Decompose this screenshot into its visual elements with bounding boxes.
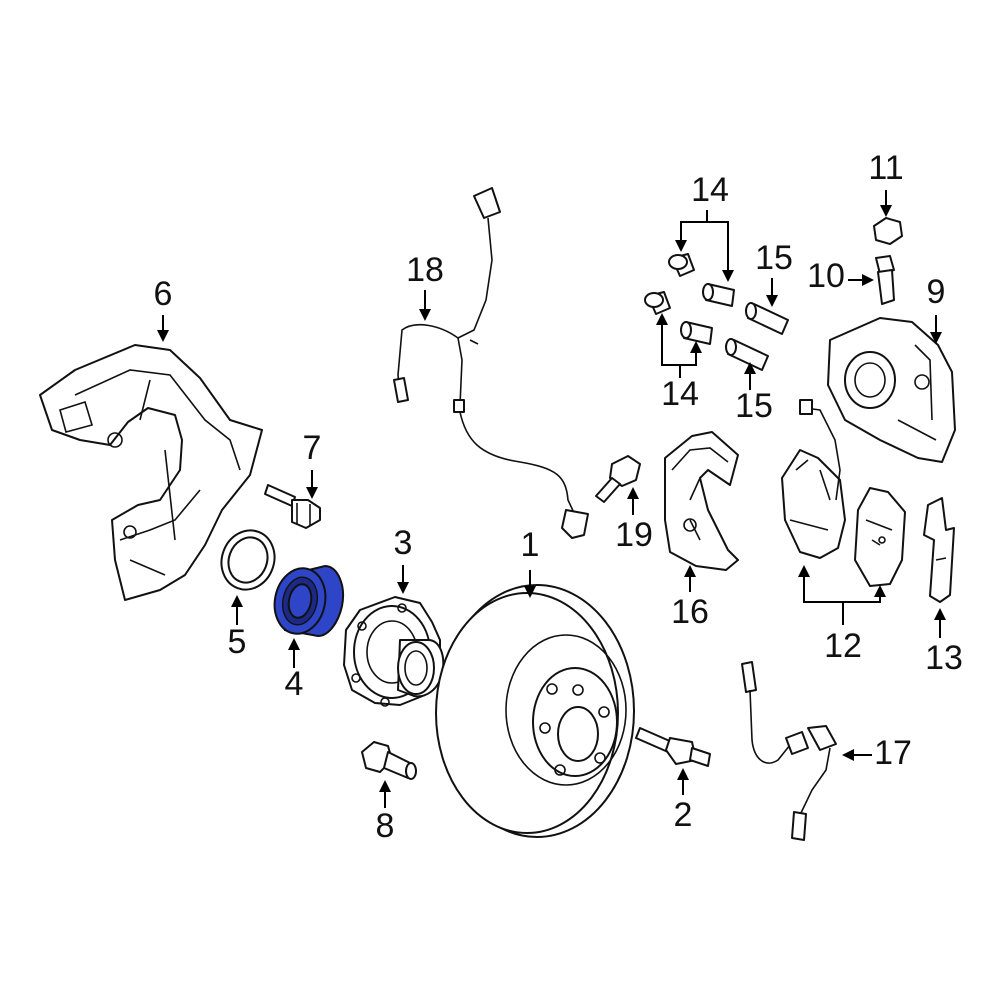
callout-15-bottom: 15 — [735, 387, 773, 425]
callout-16: 16 — [671, 593, 709, 631]
part-16-caliper-bracket — [664, 431, 739, 571]
part-19-bolt — [595, 455, 641, 503]
callout-2: 2 — [674, 796, 693, 834]
part-3-wheel-hub — [343, 596, 445, 707]
part-15-guide-pins — [725, 302, 789, 371]
callout-11: 11 — [868, 149, 903, 187]
callout-10: 10 — [807, 257, 845, 295]
part-13-pad-clip — [923, 497, 955, 603]
part-12-brake-pads — [781, 399, 906, 587]
part-7-bolt — [264, 484, 321, 529]
part-5-seal-ring — [220, 529, 276, 591]
part-8-bolt — [361, 741, 417, 780]
part-17-brake-hose — [741, 661, 837, 841]
callout-3: 3 — [394, 524, 413, 562]
callout-8: 8 — [376, 807, 395, 845]
part-1-brake-rotor — [435, 584, 635, 838]
callout-12: 12 — [824, 627, 862, 665]
callout-4: 4 — [285, 665, 304, 703]
part-11-cap — [873, 217, 903, 245]
leader-lines — [157, 190, 946, 808]
part-10-bleeder-valve — [875, 255, 895, 305]
callout-17: 17 — [874, 734, 912, 772]
callout-14-top: 14 — [691, 171, 729, 209]
callout-19: 19 — [615, 516, 653, 554]
callout-15-top: 15 — [755, 239, 793, 277]
part-4-wheel-bearing — [273, 564, 344, 638]
callout-14-bottom: 14 — [661, 375, 699, 413]
callout-7: 7 — [303, 429, 322, 467]
callout-5: 5 — [228, 623, 247, 661]
callout-13: 13 — [925, 639, 963, 677]
callout-9: 9 — [927, 273, 946, 311]
part-9-brake-caliper — [827, 317, 956, 463]
callout-1: 1 — [521, 526, 540, 564]
callout-6: 6 — [154, 275, 173, 313]
part-18-abs-sensor-wire — [393, 187, 589, 539]
part-14-guide-bushings — [644, 253, 735, 345]
part-2-wheel-stud — [635, 727, 711, 767]
part-6-dust-shield — [39, 344, 263, 601]
callout-numbers: 1 2 3 4 5 6 7 8 9 10 11 12 13 14 14 15 1… — [154, 149, 963, 845]
callout-18: 18 — [406, 251, 444, 289]
